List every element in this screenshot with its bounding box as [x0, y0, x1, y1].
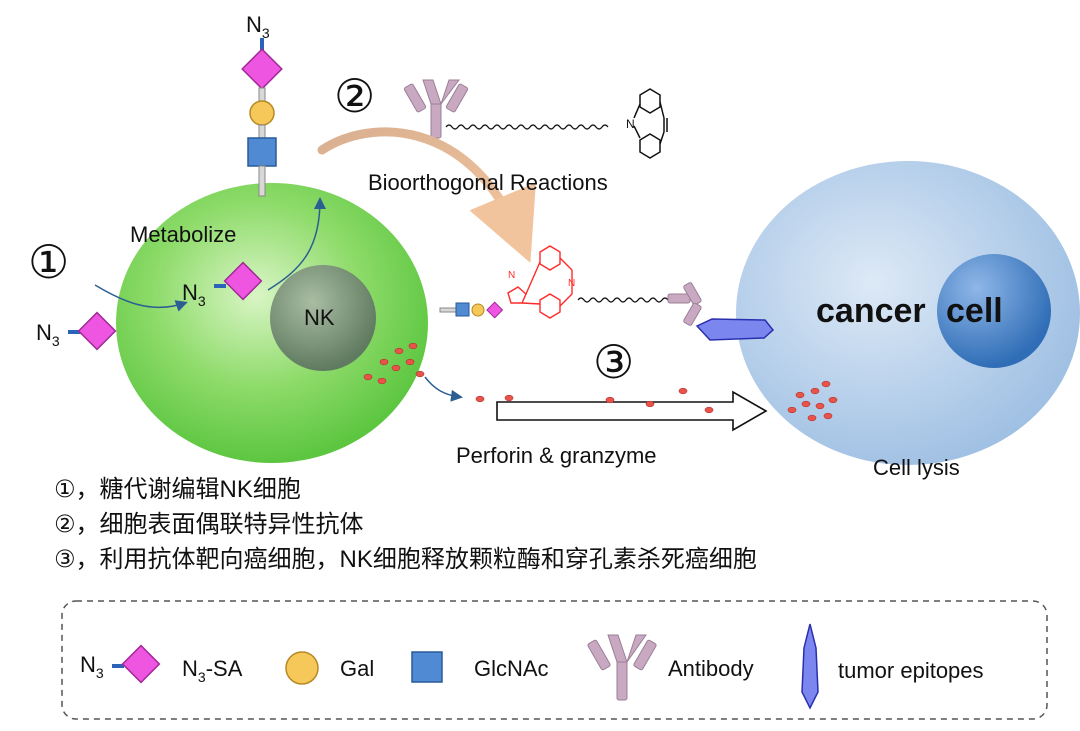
bioorthogonal-label: Bioorthogonal Reactions: [368, 170, 608, 195]
metabolize-label: Metabolize: [130, 222, 236, 247]
legend-box: N3 N3-SA Gal GlcNAc Antibody tumor epito…: [61, 600, 1048, 720]
legend-sialic-acid-icon: [121, 644, 161, 684]
perforin-label: Perforin & granzyme: [456, 443, 657, 468]
azide-top-label: N3: [246, 12, 270, 41]
step3-marker: ③: [593, 336, 634, 388]
nk-cell: NK: [116, 183, 428, 463]
nk-antibody-conjugate: N N: [439, 245, 775, 341]
legend-n3sa-label: N3-SA: [182, 656, 243, 685]
legend-antibody-icon: [587, 634, 657, 701]
legend-galactose-icon: [285, 651, 319, 685]
delivery-arrow: [496, 390, 768, 432]
sialic-acid-icon-free: [77, 311, 117, 351]
antibody-icon: [403, 79, 469, 139]
step1-marker: ①: [28, 236, 69, 288]
note-2: ②，细胞表面偶联特异性抗体: [54, 511, 364, 538]
legend-tumor-epitopes-label: tumor epitopes: [838, 658, 984, 683]
step-2: ② N Bioorthogonal Reactions: [317, 70, 668, 263]
peg-linker: [445, 124, 609, 130]
triazole-n1: N: [508, 270, 515, 281]
cell-word: cell: [946, 292, 1003, 330]
notes: ①，糖代谢编辑NK细胞 ②，细胞表面偶联特异性抗体 ③，利用抗体靶向癌细胞，NK…: [54, 476, 757, 573]
nk-granules: [363, 342, 425, 385]
dbco-n: N: [626, 117, 635, 131]
azide-left-label: N3: [36, 320, 60, 349]
glcnac-icon: [247, 137, 277, 167]
step-3: ③ Perforin & granzyme Cell lysis: [424, 336, 960, 480]
legend-tumor-epitope-icon: [801, 623, 819, 710]
legend-n3-prefix: N3: [80, 652, 104, 681]
nk-label: NK: [304, 305, 335, 330]
triazole-n2: N: [568, 278, 575, 289]
dbco-conjugated-icon: [507, 245, 573, 319]
cancer-cell: cancer cell: [736, 161, 1080, 465]
legend-glcnac-icon: [411, 651, 443, 683]
antibody-icon-bound: [667, 282, 702, 326]
legend-glcnac-label: GlcNAc: [474, 656, 549, 681]
metabolize-arrow: [267, 197, 326, 291]
azide-inner-label: N3: [182, 280, 206, 309]
dbco-icon: [633, 88, 668, 159]
tumor-epitope-icon: [695, 318, 775, 341]
note-1: ①，糖代谢编辑NK细胞: [54, 476, 301, 503]
nk-nucleus: [270, 265, 376, 371]
sialic-acid-icon-inner: [223, 261, 263, 301]
travel-granules: [475, 387, 714, 414]
sialic-acid-icon: [241, 48, 283, 90]
reaction-arrow: [317, 127, 536, 263]
legend-gal-label: Gal: [340, 656, 374, 681]
step2-marker: ②: [334, 70, 375, 122]
legend-antibody-label: Antibody: [668, 656, 754, 681]
release-arrow: [424, 376, 463, 402]
galactose-icon: [249, 100, 275, 126]
note-3: ③，利用抗体靶向癌细胞，NK细胞释放颗粒酶和穿孔素杀死癌细胞: [54, 546, 757, 573]
step-1: ① Metabolize N3 N3: [28, 197, 326, 351]
surface-glycan: N3: [241, 12, 283, 197]
cancer-word: cancer: [816, 292, 926, 330]
cell-lysis-label: Cell lysis: [873, 455, 960, 480]
cancer-nucleus: [937, 254, 1051, 368]
uptake-arrow: [94, 284, 188, 312]
cancer-granules: [787, 380, 838, 422]
